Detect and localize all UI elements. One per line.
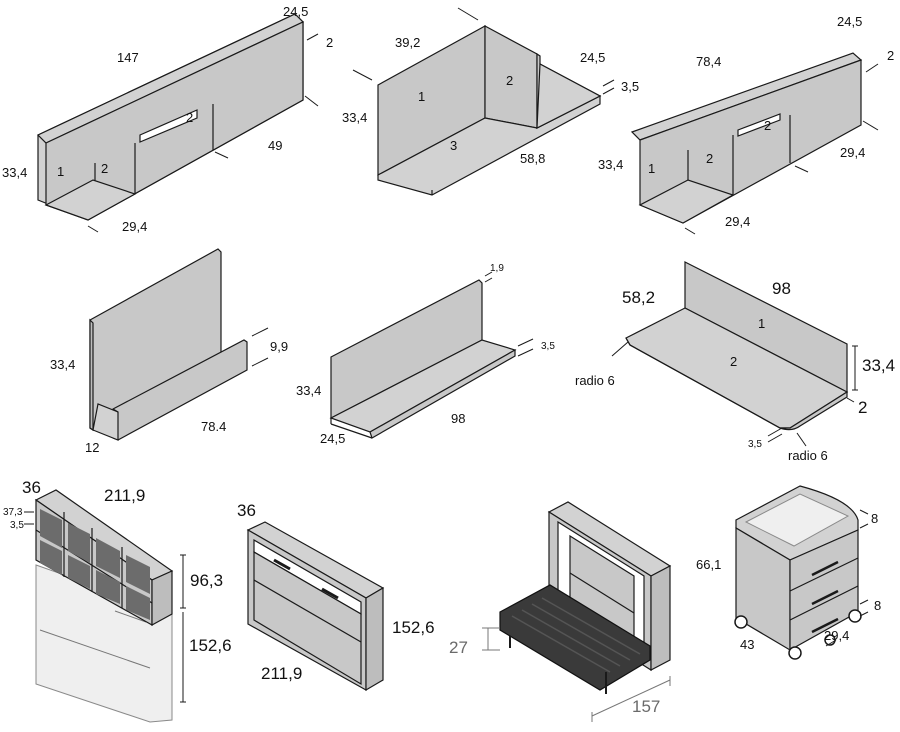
label-depth: 12 — [85, 440, 99, 455]
label-depth: 24,5 — [320, 431, 345, 446]
label-width: 211,9 — [104, 486, 145, 505]
label-bottom-offset: 8 — [874, 598, 881, 613]
label-length: 78,4 — [696, 54, 721, 69]
label-depth: 36 — [22, 478, 41, 497]
label-length: 98 — [451, 411, 465, 426]
label-width: 43 — [740, 637, 754, 652]
part-1: 1 — [648, 161, 655, 176]
label-thickness: 2 — [858, 398, 867, 417]
label-projection: 157 — [632, 697, 660, 716]
part-2b: 2 — [764, 118, 771, 133]
part-2b: 2 — [186, 110, 193, 125]
part-2a: 2 — [101, 161, 108, 176]
label-height: 33,4 — [598, 157, 623, 172]
label-leg-height: 27 — [449, 638, 468, 657]
label-lip-height: 9,9 — [270, 339, 288, 354]
label-depth: 29,4 — [824, 628, 849, 643]
part-2a: 2 — [706, 151, 713, 166]
label-height: 33,4 — [342, 110, 367, 125]
label-length: 98 — [772, 279, 791, 298]
label-bed-height: 152,6 — [189, 636, 232, 655]
wall-bed-open: 27 157 — [449, 501, 672, 722]
label-height: 33,4 — [2, 165, 27, 180]
label-inner-width: 29,4 — [122, 219, 147, 234]
wall-ledge-shelf: 33,4 9,9 12 78.4 — [50, 248, 288, 455]
corner-bookshelf: 39,2 24,5 3,5 33,4 58,8 1 2 3 — [342, 7, 639, 196]
label-height: 33,4 — [862, 356, 895, 375]
wall-bed-with-cubby: 36 211,9 37,3 3,5 96,3 152,6 — [3, 478, 232, 723]
label-thickness: 2 — [887, 48, 894, 63]
label-depth: 36 — [237, 501, 256, 520]
label-length: 78.4 — [201, 419, 226, 434]
part-1: 1 — [57, 164, 64, 179]
label-thickness: 2 — [326, 35, 333, 50]
open-shelf-unit-long: 147 24,5 2 33,4 29,4 49 1 2 2 — [2, 4, 333, 234]
label-height: 33,4 — [296, 383, 321, 398]
label-depth: 58,2 — [622, 288, 655, 307]
label-length: 147 — [117, 50, 139, 65]
label-inner-width: 29,4 — [725, 214, 750, 229]
label-height: 152,6 — [392, 618, 435, 637]
part-2: 2 — [506, 73, 513, 88]
label-cubby-height: 96,3 — [190, 571, 223, 590]
label-thickness: 3,5 — [10, 520, 24, 531]
label-thickness: 3,5 — [621, 79, 639, 94]
label-thickness: 3,5 — [541, 341, 555, 352]
label-depth: 24,5 — [580, 50, 605, 65]
part-3: 3 — [450, 138, 457, 153]
label-top-offset: 8 — [871, 511, 878, 526]
l-shelf: 1,9 3,5 33,4 24,5 98 — [296, 263, 555, 446]
label-inner-height: 49 — [268, 138, 282, 153]
wall-bed-closed: 36 152,6 211,9 — [237, 501, 435, 692]
label-inner-depth: 37,3 — [3, 507, 23, 518]
label-width: 211,9 — [261, 664, 302, 683]
label-depth: 24,5 — [283, 4, 308, 19]
desk-top: 58,2 98 33,4 2 3,5 radio 6 radio 6 1 2 — [575, 261, 895, 463]
part-1: 1 — [758, 316, 765, 331]
label-radius-right: radio 6 — [788, 448, 828, 463]
label-edge: 3,5 — [748, 439, 762, 450]
label-height: 66,1 — [696, 557, 721, 572]
label-width: 39,2 — [395, 35, 420, 50]
label-height: 33,4 — [50, 357, 75, 372]
label-thickness-top: 1,9 — [490, 263, 504, 274]
part-2: 2 — [730, 354, 737, 369]
label-depth: 24,5 — [837, 14, 862, 29]
open-shelf-unit-short: 78,4 24,5 2 33,4 29,4 29,4 1 2 2 — [598, 14, 894, 235]
rolling-drawer-unit: 66,1 8 8 43 29,4 — [696, 485, 881, 660]
label-depth-right: 29,4 — [840, 145, 865, 160]
label-length: 58,8 — [520, 151, 545, 166]
label-radius-left: radio 6 — [575, 373, 615, 388]
part-1: 1 — [418, 89, 425, 104]
